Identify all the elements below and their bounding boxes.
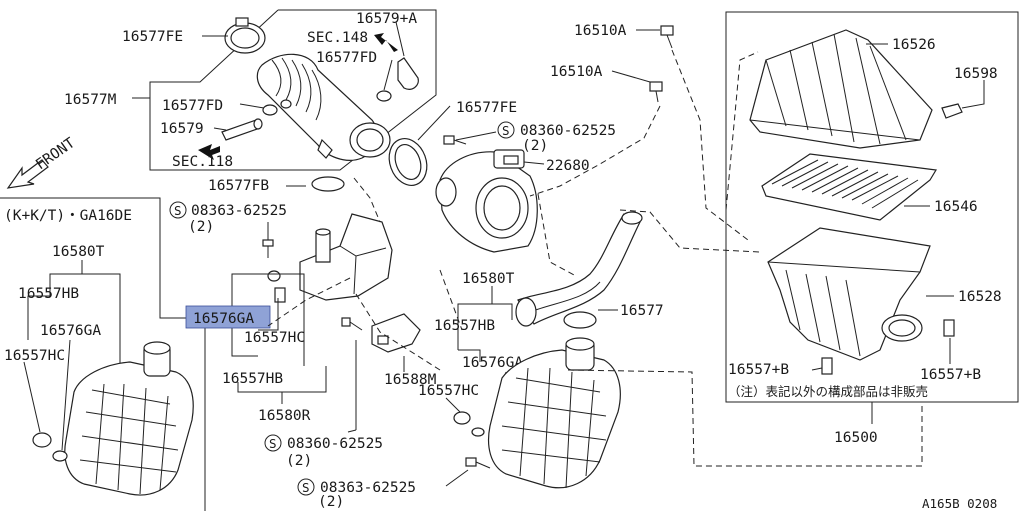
label-16577FE-top: 16577FE: [122, 29, 183, 45]
bolt-16510A-top: [660, 25, 674, 49]
label-08363-left-qty: (2): [188, 219, 214, 235]
clamp-16577FD-right: [376, 90, 392, 102]
sec-arrow-icon: [198, 144, 220, 160]
inset-frame-top: [149, 9, 437, 171]
label-16528: 16528: [958, 289, 1002, 305]
label-16577FB: 16577FB: [208, 178, 269, 194]
label-16557B-left: 16557+B: [728, 362, 789, 378]
grommet-16557B-right: [943, 319, 955, 337]
clip-16598: [941, 103, 963, 119]
air-cleaner-case-16528: [767, 227, 931, 361]
grommet-left: [32, 432, 52, 448]
label-16577FE-mid: 16577FE: [456, 100, 517, 116]
label-16500: 16500: [834, 430, 878, 446]
svg-text:S: S: [269, 436, 277, 451]
label-16579: 16579: [160, 121, 204, 137]
bolt-16588M: [341, 317, 363, 331]
clamp-16577FE-top: [224, 17, 266, 54]
label-16580T-right: 16580T: [462, 271, 515, 287]
label-variant: (K+K/T)・GA16DE: [4, 208, 132, 224]
label-16577FD-right: 16577FD: [316, 50, 377, 66]
label-08363-left: 08363-62525: [191, 203, 287, 219]
label-08363-bottom: 08363-62525: [320, 480, 416, 496]
screw-right: [465, 457, 491, 469]
label-16557HB-mid: 16557HB: [222, 371, 283, 387]
label-front: FRONT: [33, 135, 78, 173]
resonator-right: [487, 337, 621, 489]
label-16576GA-left: 16576GA: [40, 323, 101, 339]
air-inlet-bracket: [299, 213, 393, 301]
filter-element-16546: [761, 153, 937, 221]
clamp-16577FE-mid: [388, 138, 428, 186]
clamp-16577-duct: [563, 311, 597, 329]
label-16546: 16546: [934, 199, 978, 215]
washer-mid: [267, 270, 281, 282]
circled-s-icon: [264, 434, 282, 452]
grommet-mid: [274, 287, 286, 303]
bracket-16588M: [371, 313, 421, 353]
label-16579A: 16579+A: [356, 11, 417, 27]
label-08360-bottom: 08360-62525: [287, 436, 383, 452]
label-08363-bottom-qty: (2): [318, 494, 344, 510]
label-16577FD-left: 16577FD: [162, 98, 223, 114]
circled-s-icon: [297, 478, 315, 496]
label-08360-bottom-qty: (2): [286, 453, 312, 469]
label-16576GA-highlight[interactable]: 16576GA: [193, 311, 254, 327]
washer-left: [52, 450, 68, 462]
label-sec118: SEC.118: [172, 154, 233, 170]
grommet-right: [453, 411, 471, 425]
label-16557HC-left: 16557HC: [4, 348, 65, 364]
label-16557HB-left: 16557HB: [18, 286, 79, 302]
label-16577: 16577: [620, 303, 664, 319]
bellows-duct: [256, 53, 391, 161]
label-08360-top-qty: (2): [522, 138, 548, 154]
bolt-16510A-mid: [649, 81, 663, 103]
air-cleaner-cover-16526: [749, 29, 933, 149]
label-16510A-top: 16510A: [574, 23, 627, 39]
label-16510A-mid: 16510A: [550, 64, 603, 80]
diagram-code: A165B 0208: [922, 496, 997, 511]
svg-text:S: S: [502, 123, 510, 138]
duct-16577: [515, 211, 643, 327]
circled-s-icon: [169, 201, 187, 219]
label-16557HB-right: 16557HB: [434, 318, 495, 334]
throttle-body-22680: [435, 149, 538, 253]
front-arrow-icon: [6, 159, 49, 189]
pipe-16579A: [397, 57, 419, 90]
label-08360-top: 08360-62525: [520, 123, 616, 139]
washer-right: [471, 427, 485, 437]
variant-frame: [0, 197, 206, 511]
screw-left: [262, 239, 274, 258]
circled-s-icon: [497, 121, 515, 139]
label-16588M: 16588M: [384, 372, 437, 388]
sec-arrow-icon: [374, 33, 398, 52]
svg-text:S: S: [302, 480, 310, 495]
label-sec148: SEC.148: [307, 30, 368, 46]
label-16577M: 16577M: [64, 92, 117, 108]
highlight-16576GA[interactable]: [185, 305, 271, 329]
note-jp: （注）表記以外の構成部品は非販売: [728, 384, 928, 399]
label-16557HC-mid: 16557HC: [244, 330, 305, 346]
label-16557B-right: 16557+B: [920, 367, 981, 383]
pipe-16579: [221, 118, 263, 141]
label-16576GA-right: 16576GA: [462, 355, 523, 371]
clamp-16577FD-left: [262, 99, 292, 116]
label-16526: 16526: [892, 37, 936, 53]
screw-throttle: [443, 135, 467, 145]
label-22680: 22680: [546, 158, 590, 174]
label-16580R: 16580R: [258, 408, 311, 424]
resonator-left: [64, 341, 194, 496]
clamp-16577FB: [311, 176, 345, 192]
label-16557HC-right: 16557HC: [418, 383, 479, 399]
label-16580T-left: 16580T: [52, 244, 105, 260]
grommet-16557B-left: [821, 357, 833, 375]
label-16598: 16598: [954, 66, 998, 82]
svg-text:S: S: [174, 203, 182, 218]
